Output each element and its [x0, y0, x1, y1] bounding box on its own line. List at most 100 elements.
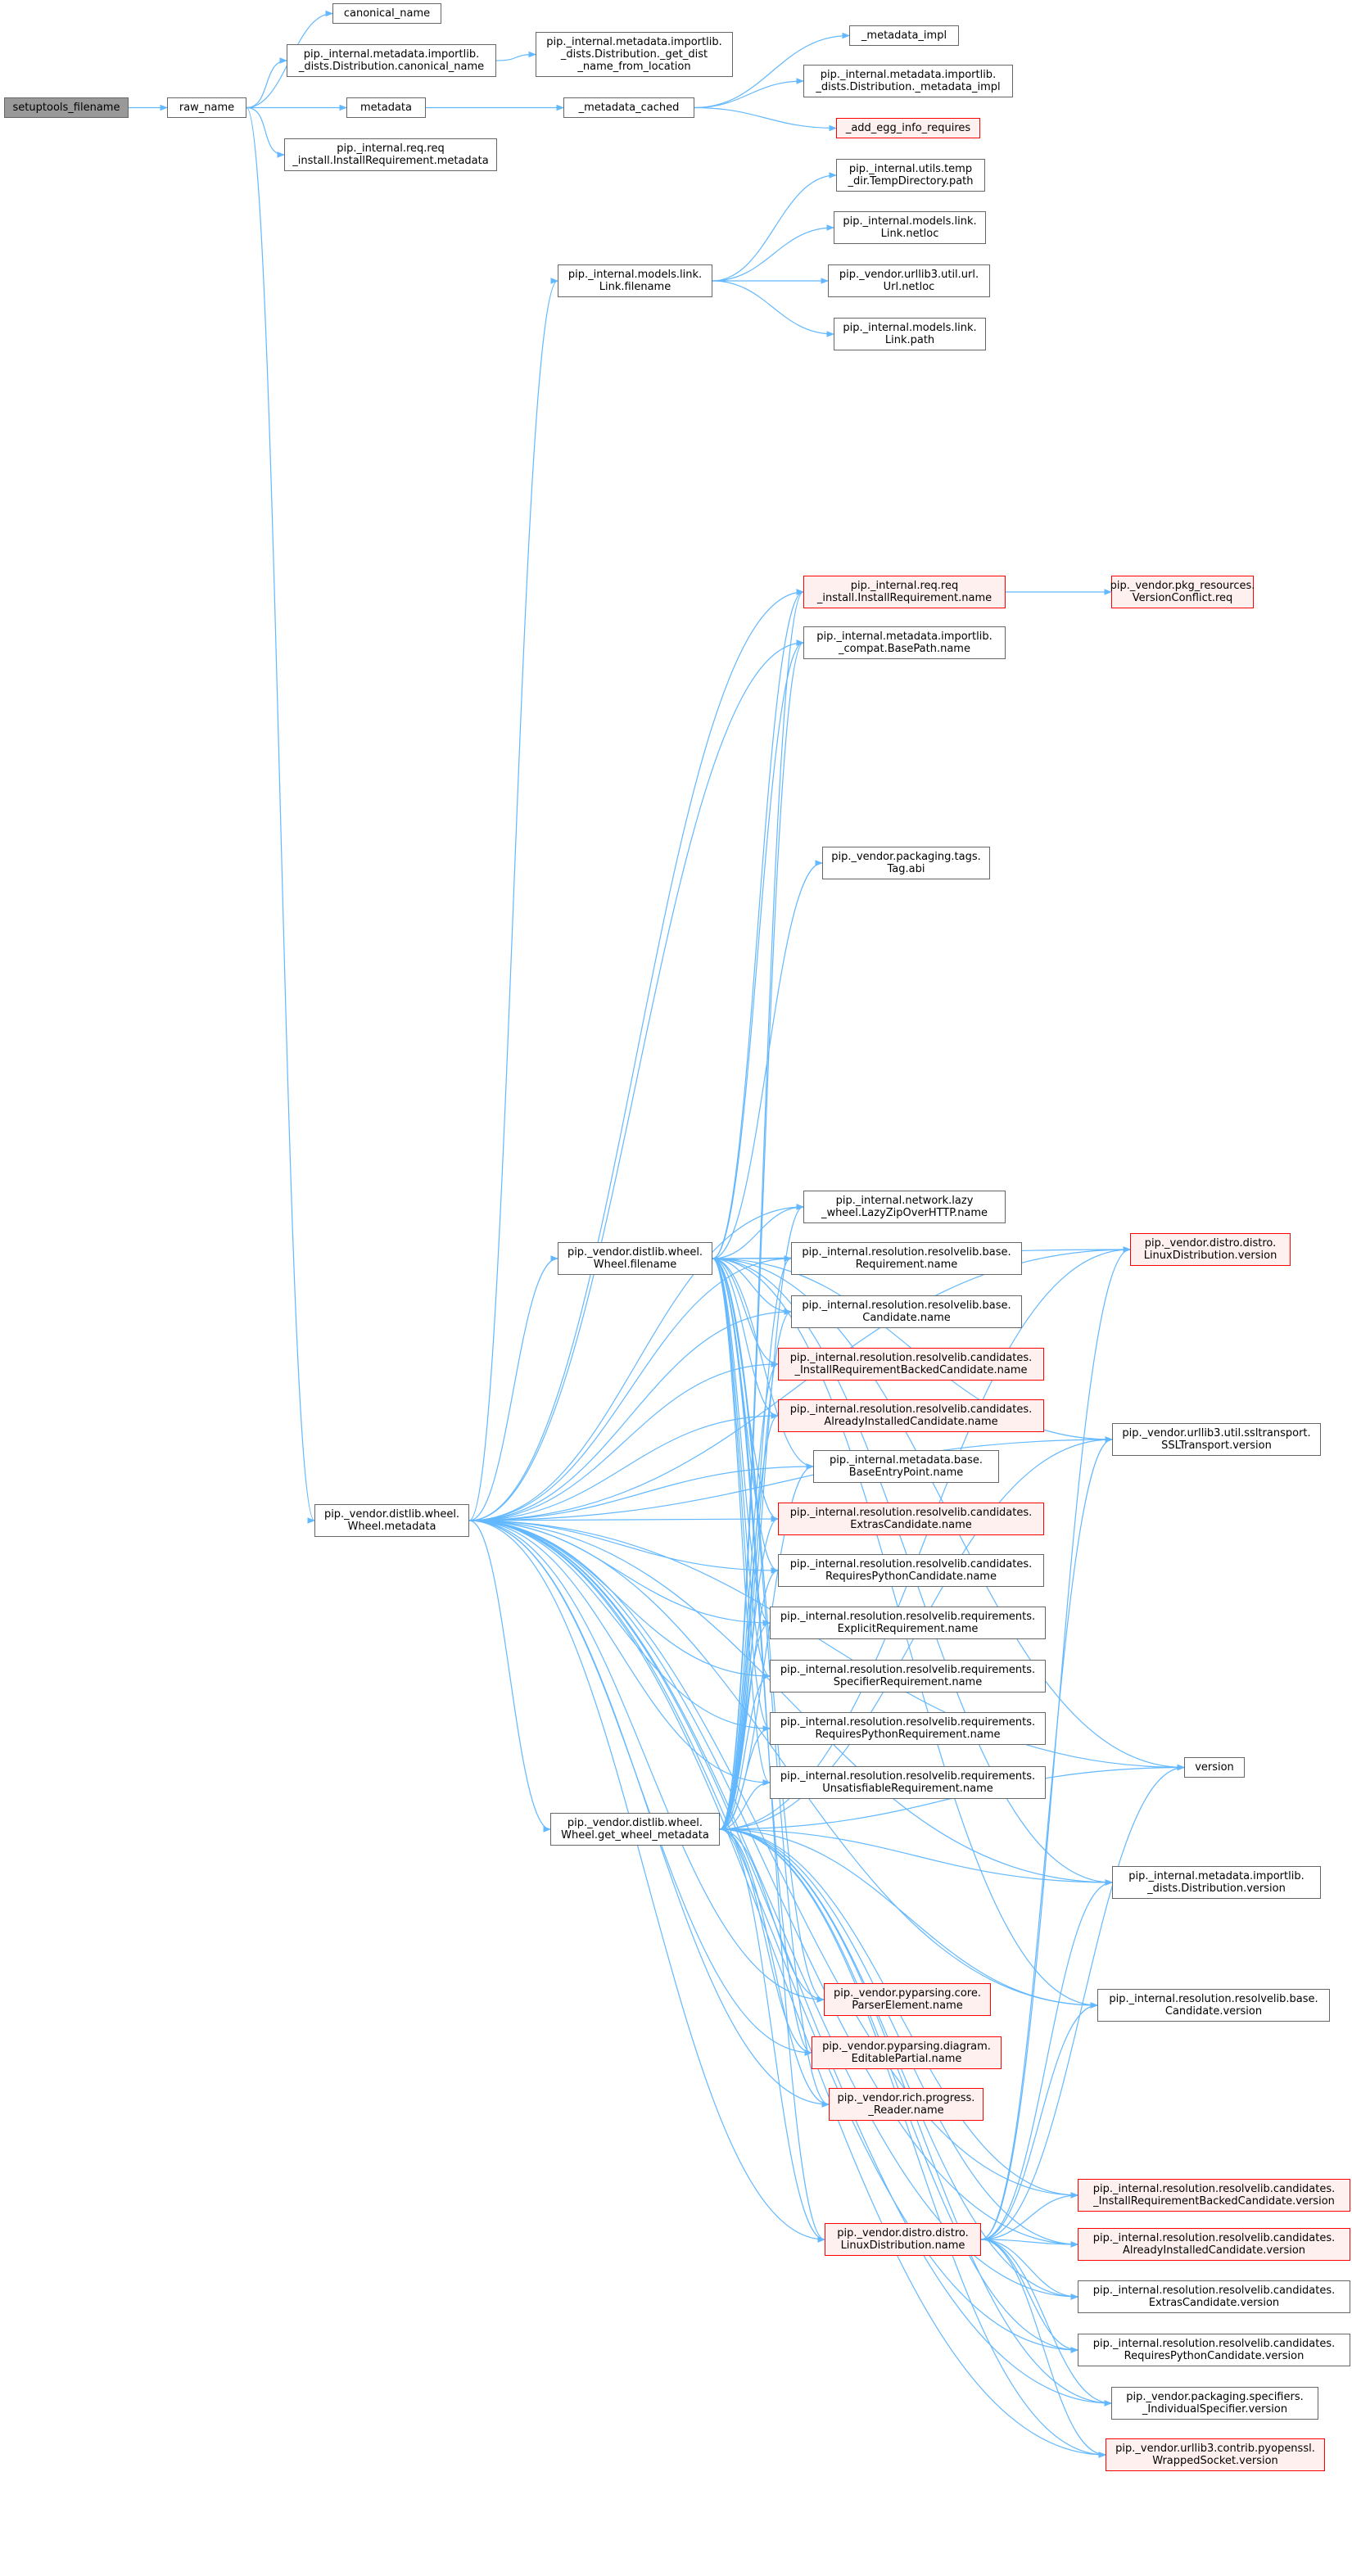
edge-get-wheel-metadata-to-candidate-name: [719, 1308, 792, 1830]
edge-metadata-cached-to-dist-metadata-impl: [694, 78, 804, 109]
edge-get-wheel-metadata-to-editable-name: [719, 1828, 812, 2056]
edge-get-wheel-metadata-to-rpr-name: [719, 1725, 771, 1830]
edge-wheel-metadata-to-rpc-version: [468, 1520, 1078, 2353]
node-metadata[interactable]: metadata: [346, 97, 426, 118]
node-extras-version[interactable]: pip._internal.resolution.resolvelib.cand…: [1078, 2280, 1350, 2313]
node-linuxdist-name[interactable]: pip._vendor.distro.distro. LinuxDistribu…: [825, 2223, 981, 2256]
node-dist-canonical-name[interactable]: pip._internal.metadata.importlib. _dists…: [287, 44, 496, 77]
node-tag-abi[interactable]: pip._vendor.packaging.tags. Tag.abi: [822, 847, 990, 879]
node-link-netloc[interactable]: pip._internal.models.link. Link.netloc: [834, 211, 986, 244]
node-editable-name[interactable]: pip._vendor.pyparsing.diagram. EditableP…: [812, 2036, 1002, 2069]
edge-wheel-metadata-to-explicit-name: [468, 1520, 771, 1626]
node-aic-version[interactable]: pip._internal.resolution.resolvelib.cand…: [1078, 2228, 1350, 2261]
edge-metadata-cached-to-metadata-impl: [694, 32, 850, 109]
node-setuptools-filename[interactable]: setuptools_filename: [4, 97, 129, 118]
edge-get-wheel-metadata-to-basepath-name: [719, 639, 804, 1830]
edge-wheel-filename-to-unsat-name: [712, 1258, 771, 1786]
edge-wheel-metadata-to-requirement-name: [468, 1255, 792, 1521]
node-ssl-version[interactable]: pip._vendor.urllib3.util.ssltransport. S…: [1112, 1423, 1321, 1456]
edge-wheel-metadata-to-candidate-version: [468, 1520, 1098, 2009]
edge-wheel-metadata-to-version: [468, 1520, 1185, 1771]
edge-wheel-filename-to-entrypoint-name: [712, 1258, 814, 1470]
node-ireq-metadata[interactable]: pip._internal.req.req _install.InstallRe…: [284, 138, 497, 171]
edge-wheel-filename-to-basepath-name: [712, 639, 804, 1259]
node-wrapped-version[interactable]: pip._vendor.urllib3.contrib.pyopenssl. W…: [1106, 2438, 1325, 2471]
edge-get-wheel-metadata-to-extras-name: [719, 1516, 779, 1830]
node-entrypoint-name[interactable]: pip._internal.metadata.base. BaseEntryPo…: [813, 1450, 999, 1483]
node-linuxdist-version[interactable]: pip._vendor.distro.distro. LinuxDistribu…: [1130, 1233, 1291, 1266]
node-extras-name[interactable]: pip._internal.resolution.resolvelib.cand…: [778, 1503, 1044, 1535]
edge-get-wheel-metadata-to-wrapped-version: [719, 1828, 1106, 2458]
edge-wheel-filename-to-specifier-name: [712, 1258, 771, 1679]
edge-wheel-metadata-to-aic-version: [468, 1520, 1078, 2248]
node-metadata-impl[interactable]: _metadata_impl: [849, 25, 959, 46]
node-unsat-name[interactable]: pip._internal.resolution.resolvelib.requ…: [770, 1766, 1046, 1799]
node-explicit-name[interactable]: pip._internal.resolution.resolvelib.requ…: [770, 1607, 1046, 1639]
edge-linuxdist-name-to-candidate-version: [980, 2002, 1098, 2240]
node-rpc-version[interactable]: pip._internal.resolution.resolvelib.cand…: [1078, 2334, 1350, 2366]
node-ireq-name[interactable]: pip._internal.req.req _install.InstallRe…: [803, 576, 1006, 608]
node-rpr-name[interactable]: pip._internal.resolution.resolvelib.requ…: [770, 1712, 1046, 1745]
node-reader-name[interactable]: pip._vendor.rich.progress. _Reader.name: [829, 2088, 983, 2121]
node-add-egg-info-requires[interactable]: _add_egg_info_requires: [836, 118, 980, 138]
edge-get-wheel-metadata-to-aic-name: [719, 1412, 779, 1830]
node-canonical-name[interactable]: canonical_name: [332, 3, 441, 24]
node-irbc-version[interactable]: pip._internal.resolution.resolvelib.cand…: [1078, 2179, 1350, 2212]
edge-dist-canonical-name-to-get-dist-name: [495, 51, 536, 61]
node-specifier-version[interactable]: pip._vendor.packaging.specifiers. _Indiv…: [1111, 2387, 1318, 2420]
node-tempdir-path[interactable]: pip._internal.utils.temp _dir.TempDirect…: [836, 159, 985, 192]
node-lazyzip-name[interactable]: pip._internal.network.lazy _wheel.LazyZi…: [803, 1191, 1006, 1223]
edge-wheel-metadata-to-aic-name: [468, 1412, 779, 1521]
edge-wheel-filename-to-ireq-name: [712, 589, 804, 1259]
node-dist-metadata-impl[interactable]: pip._internal.metadata.importlib. _dists…: [803, 65, 1013, 97]
edge-wheel-filename-to-aic-name: [712, 1258, 779, 1419]
edge-raw-name-to-dist-canonical-name: [246, 57, 287, 109]
edge-link-filename-to-tempdir-path: [712, 172, 837, 282]
edge-linuxdist-name-to-wrapped-version: [980, 2239, 1106, 2458]
node-basepath-name[interactable]: pip._internal.metadata.importlib. _compa…: [803, 626, 1006, 659]
edge-wheel-metadata-to-link-filename: [468, 278, 558, 1521]
edge-wheel-metadata-to-lazyzip-name: [468, 1204, 804, 1521]
node-rpc-name[interactable]: pip._internal.resolution.resolvelib.cand…: [778, 1554, 1044, 1587]
edge-linuxdist-name-to-aic-version: [980, 2239, 1078, 2248]
edge-wheel-filename-to-explicit-name: [712, 1258, 771, 1626]
edge-wheel-metadata-to-entrypoint-name: [468, 1463, 814, 1521]
edge-get-wheel-metadata-to-irbc-name: [719, 1361, 779, 1830]
node-metadata-cached[interactable]: _metadata_cached: [563, 97, 694, 118]
node-version[interactable]: version: [1184, 1757, 1245, 1778]
node-aic-name[interactable]: pip._internal.resolution.resolvelib.cand…: [778, 1399, 1044, 1432]
edge-linuxdist-name-to-extras-version: [980, 2239, 1078, 2300]
node-get-dist-name[interactable]: pip._internal.metadata.importlib. _dists…: [536, 32, 733, 77]
edge-wheel-metadata-to-ireq-name: [468, 589, 804, 1521]
edge-linuxdist-name-to-ssl-version: [980, 1436, 1113, 2240]
node-candidate-version[interactable]: pip._internal.resolution.resolvelib.base…: [1097, 1989, 1330, 2022]
node-requirement-name[interactable]: pip._internal.resolution.resolvelib.base…: [791, 1242, 1022, 1275]
edge-get-wheel-metadata-to-specifier-name: [719, 1673, 771, 1830]
edge-linuxdist-name-to-specifier-version: [980, 2239, 1112, 2407]
node-raw-name[interactable]: raw_name: [167, 97, 246, 118]
node-parserelement-name[interactable]: pip._vendor.pyparsing.core. ParserElemen…: [824, 1983, 991, 2016]
node-versionconflict-req[interactable]: pip._vendor.pkg_resources. VersionConfli…: [1110, 576, 1255, 608]
edge-wheel-filename-to-linuxdist-name: [712, 1258, 825, 2243]
edge-wheel-metadata-to-specifier-version: [468, 1520, 1112, 2407]
node-url-netloc[interactable]: pip._vendor.urllib3.util.url. Url.netloc: [828, 264, 990, 297]
edge-metadata-cached-to-add-egg-info-requires: [694, 106, 837, 132]
node-specifier-name[interactable]: pip._internal.resolution.resolvelib.requ…: [770, 1660, 1046, 1692]
edge-wheel-metadata-to-dist-version: [468, 1520, 1113, 1886]
edge-linuxdist-name-to-dist-version: [980, 1879, 1113, 2240]
edge-get-wheel-metadata-to-dist-version: [719, 1828, 1113, 1886]
node-irbc-name[interactable]: pip._internal.resolution.resolvelib.cand…: [778, 1348, 1044, 1381]
edge-raw-name-to-wheel-metadata: [246, 106, 315, 1524]
edge-wheel-metadata-to-parserelement-name: [468, 1520, 825, 2003]
node-get-wheel-metadata[interactable]: pip._vendor.distlib.wheel. Wheel.get_whe…: [550, 1813, 720, 1846]
node-wheel-metadata[interactable]: pip._vendor.distlib.wheel. Wheel.metadat…: [314, 1504, 469, 1537]
edge-wheel-metadata-to-wrapped-version: [468, 1520, 1106, 2458]
node-wheel-filename[interactable]: pip._vendor.distlib.wheel. Wheel.filenam…: [558, 1242, 712, 1275]
node-link-path[interactable]: pip._internal.models.link. Link.path: [834, 318, 986, 350]
node-dist-version[interactable]: pip._internal.metadata.importlib. _dists…: [1112, 1866, 1321, 1899]
node-candidate-name[interactable]: pip._internal.resolution.resolvelib.base…: [791, 1295, 1022, 1328]
edge-linuxdist-name-to-irbc-version: [980, 2192, 1078, 2240]
edge-wheel-filename-to-candidate-name: [712, 1258, 792, 1315]
node-link-filename[interactable]: pip._internal.models.link. Link.filename: [558, 264, 712, 297]
edge-wheel-metadata-to-wheel-filename: [468, 1255, 558, 1521]
